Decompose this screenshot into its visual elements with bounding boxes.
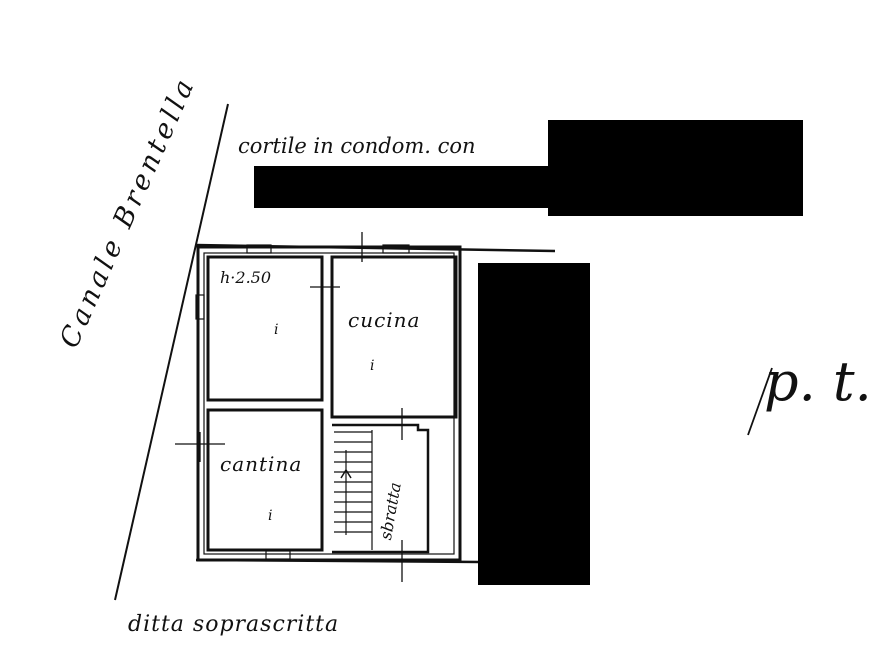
redaction-block-top-right [548, 120, 803, 216]
window-marks [195, 244, 410, 560]
room-kitchen [330, 255, 458, 419]
room-mark: i [268, 508, 273, 524]
height-label: h·2.50 [220, 268, 272, 287]
redaction-block-top-left [254, 166, 554, 208]
outer-wall-inner [203, 252, 455, 555]
door-ticks [175, 232, 416, 582]
room-upper-left [206, 255, 324, 402]
kitchen-label: cucina [348, 308, 421, 332]
redaction-block-right [478, 263, 590, 585]
courtyard-label: cortile in condom. con [238, 134, 476, 158]
staircase [334, 430, 373, 550]
canal-boundary-line [114, 103, 229, 601]
floor-mark-stroke [747, 367, 773, 436]
room-mark: i [370, 358, 375, 374]
cellar-label: cantina [220, 452, 303, 476]
owner-note-label: ditta soprascritta [128, 612, 340, 637]
outer-wall [196, 245, 462, 562]
floor-mark-label: p. t. [764, 350, 872, 413]
stair-arrow [340, 469, 352, 479]
room-cellar [206, 408, 324, 552]
room-mark: i [274, 322, 279, 338]
